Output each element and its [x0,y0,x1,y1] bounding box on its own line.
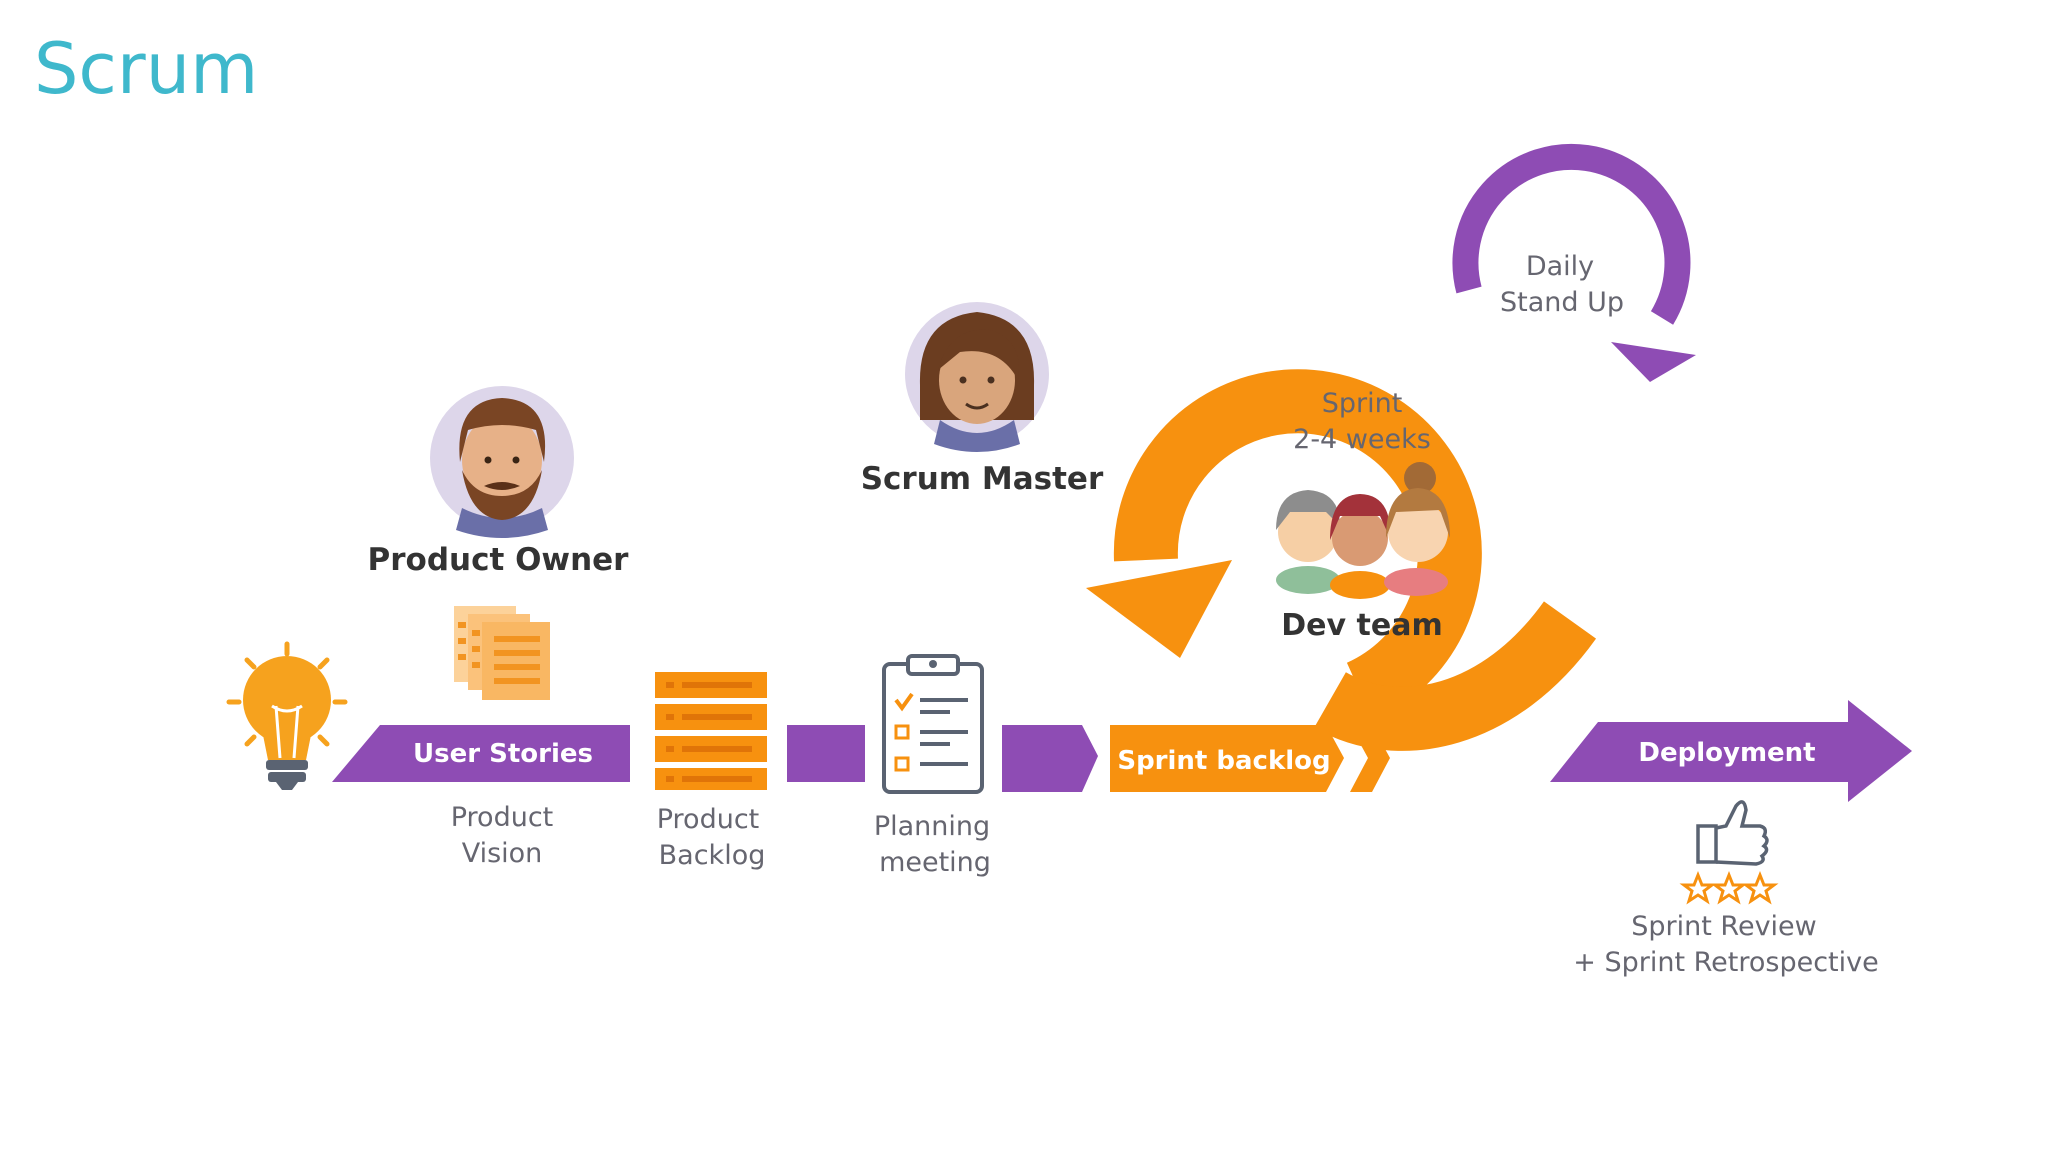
sprint-cycle-loop [1086,369,1597,751]
scrum-master-avatar [905,302,1049,452]
product-backlog-label-2: Backlog [659,840,766,871]
sprint-label-1: Sprint [1322,388,1403,419]
user-stories-arrow [332,725,630,782]
sprint-review-label-1: Sprint Review [1631,911,1817,942]
product-owner-label: Product Owner [368,542,630,578]
deployment-label: Deployment [1638,738,1815,768]
planning-meeting-label-2: meeting [879,847,991,878]
product-vision-label-1: Product [451,802,554,833]
sprint-review-label-2: + Sprint Retrospective [1573,947,1878,978]
planning-meeting-label-1: Planning [874,811,990,842]
sprint-backlog-label: Sprint backlog [1117,746,1330,776]
daily-standup-label-1: Daily [1526,251,1594,282]
dev-team-label: Dev team [1281,608,1442,643]
page-title: Scrum [34,28,259,110]
product-owner-avatar [430,386,574,538]
product-vision-label-2: Vision [462,838,543,869]
flow-chevron [1002,725,1098,792]
sprint-backlog-arrow [1110,725,1344,792]
user-stories-cards-icon [454,606,550,700]
thumbs-up-icon [1696,800,1769,866]
user-stories-label: User Stories [413,739,593,769]
deployment-arrow [1550,700,1912,802]
backlog-stack-icon [655,672,767,790]
sprint-label-2: 2-4 weeks [1293,424,1431,455]
lightbulb-icon [226,641,348,790]
daily-standup-loop [1452,143,1696,382]
star-icon [1679,870,1779,905]
dev-team-icon [1276,462,1450,599]
product-backlog-label-1: Product [657,804,760,835]
clipboard-checklist-icon [882,654,984,794]
daily-standup-label-2: Stand Up [1500,287,1624,318]
flow-connector-block [787,725,865,782]
scrum-master-label: Scrum Master [861,461,1104,497]
